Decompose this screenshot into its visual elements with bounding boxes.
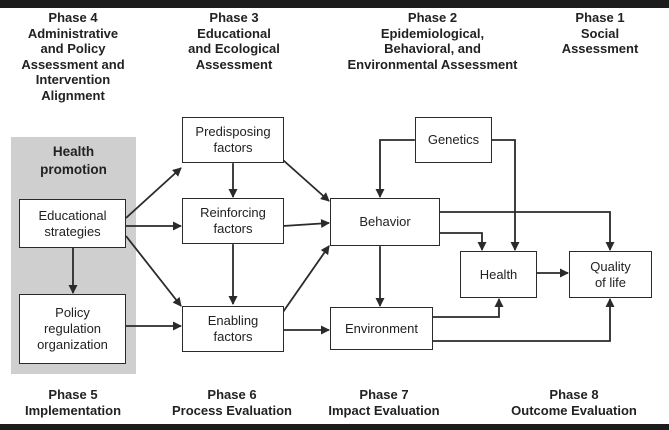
box-line: Genetics <box>427 132 480 147</box>
box-line: Environment <box>345 320 418 336</box>
phase-4-line: Administrative <box>27 25 119 41</box>
phase-8-line: Outcome Evaluation <box>511 402 637 418</box>
phase-5-label: Phase 5 Implementation <box>8 387 138 418</box>
phase-4-line: and Policy <box>40 41 106 56</box>
genetics-to-health-arrow <box>492 139 520 251</box>
phase-7-label: Phase 7 Impact Evaluation <box>314 387 454 418</box>
bottom-frame-bar <box>0 424 669 430</box>
enabling-to-behavior-arrow <box>282 245 330 313</box>
strategies-to-enabling-arrow <box>125 235 182 307</box>
box-line: Behavior <box>359 214 411 229</box>
phase-5-line: Phase 5 <box>48 387 98 402</box>
health-promotion-line: promotion <box>40 162 107 177</box>
box-line: factors <box>213 329 253 344</box>
phase-6-label: Phase 6 Process Evaluation <box>162 387 302 418</box>
box-line: regulation <box>43 321 102 336</box>
enabling-factors-box: Enabling factors <box>182 306 284 352</box>
health-promotion-line: Health <box>52 144 95 159</box>
phase-2-line: Behavioral, and <box>384 41 481 56</box>
predisposing-to-behavior-arrow <box>282 159 330 202</box>
top-frame-bar <box>0 0 669 8</box>
phase-1-line: Assessment <box>561 41 639 56</box>
environment-to-health-arrow <box>433 298 504 318</box>
phase-2-line: Environmental Assessment <box>347 56 518 72</box>
box-line: Educational <box>38 207 107 223</box>
phase-3-line: Educational <box>197 25 271 41</box>
phase-3-header: Phase 3 Educational and Ecological Asses… <box>174 10 294 72</box>
phase-4-header: Phase 4 Administrative and Policy Assess… <box>8 10 138 103</box>
phase-3-line: Assessment <box>195 56 273 72</box>
educational-strategies-box: Educational strategies <box>19 199 126 248</box>
box-line: Enabling <box>207 313 259 328</box>
phase-3-line: and Ecological <box>188 41 280 56</box>
phase-2-line: Phase 2 <box>407 10 458 25</box>
health-promotion-title: Health promotion <box>11 143 136 179</box>
box-line: Policy <box>55 305 90 320</box>
health-box: Health <box>460 251 537 298</box>
box-line: strategies <box>44 223 101 239</box>
phase-4-line: Phase 4 <box>48 10 98 25</box>
phase-6-line: Phase 6 <box>207 387 257 402</box>
phase-5-line: Implementation <box>24 402 122 418</box>
phase-1-line: Social <box>580 25 620 41</box>
environment-to-quality-arrow <box>433 298 615 342</box>
phase-7-line: Impact Evaluation <box>328 402 440 418</box>
phase-6-line: Process Evaluation <box>172 402 292 418</box>
reinforcing-factors-box: Reinforcing factors <box>182 198 284 244</box>
phase-1-line: Phase 1 <box>575 10 625 25</box>
genetics-box: Genetics <box>415 117 492 163</box>
phase-2-line: Epidemiological, <box>380 25 485 41</box>
box-line: Quality <box>590 258 631 274</box>
box-line: Reinforcing <box>200 205 266 220</box>
phase-8-line: Phase 8 <box>549 387 599 402</box>
box-line: Health <box>479 266 518 282</box>
box-line: Predisposing <box>195 124 271 139</box>
environment-box: Environment <box>330 307 433 350</box>
genetics-behavior-arrow <box>375 135 422 198</box>
phase-1-header: Phase 1 Social Assessment <box>558 10 642 57</box>
quality-of-life-box: Quality of life <box>569 251 652 298</box>
policy-regulation-box: Policy regulation organization <box>19 294 126 364</box>
phase-4-line: Alignment <box>41 87 105 103</box>
strategies-to-predisposing-arrow <box>125 167 182 219</box>
box-line: factors <box>213 221 253 236</box>
phase-8-label: Phase 8 Outcome Evaluation <box>496 387 652 418</box>
phase-4-line: Assessment and <box>21 56 125 72</box>
box-line: organization <box>37 337 108 352</box>
box-line: of life <box>594 274 627 290</box>
reinforcing-to-behavior-arrow <box>282 219 330 229</box>
phase-7-line: Phase 7 <box>359 387 409 402</box>
phase-2-header: Phase 2 Epidemiological, Behavioral, and… <box>330 10 535 72</box>
behavior-box: Behavior <box>330 198 440 246</box>
phase-4-line: Intervention <box>35 72 111 87</box>
predisposing-factors-box: Predisposing factors <box>182 117 284 163</box>
phase-3-line: Phase 3 <box>209 10 259 25</box>
behavior-to-quality-arrow <box>440 211 615 251</box>
box-line: factors <box>213 140 253 155</box>
behavior-to-health-arrow <box>440 232 487 251</box>
